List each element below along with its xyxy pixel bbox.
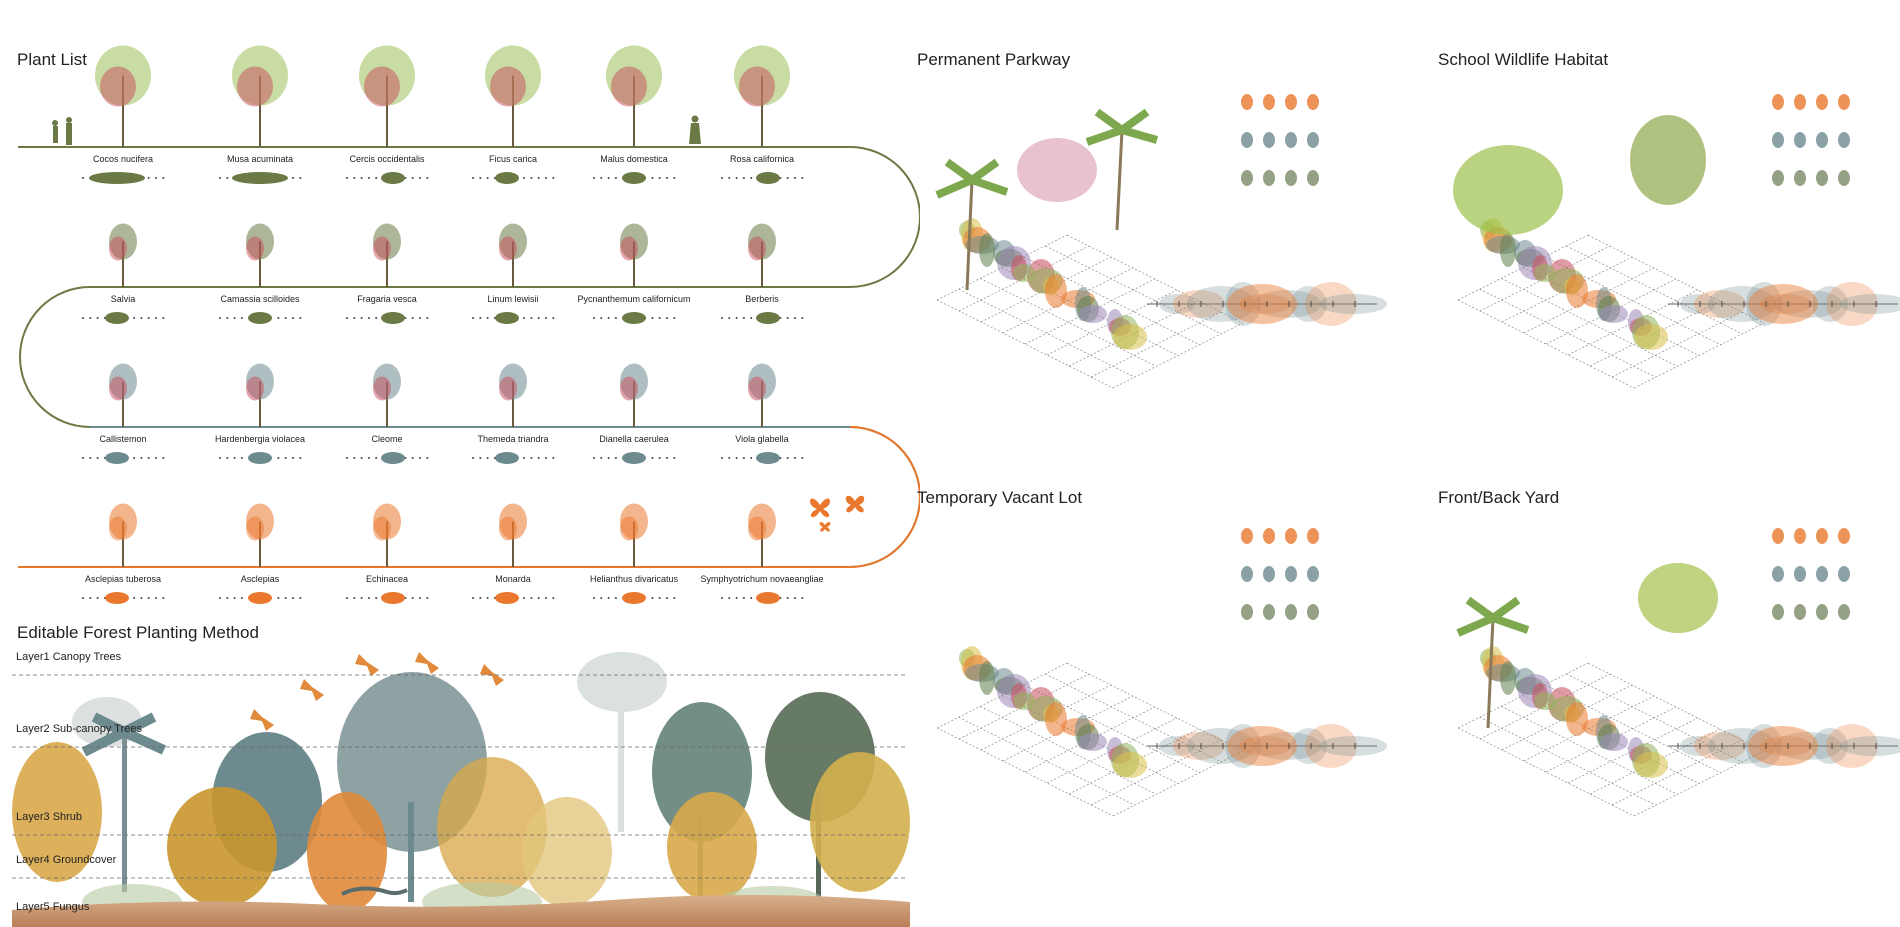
scenario-title: Permanent Parkway xyxy=(917,50,1071,69)
plant-illustration xyxy=(499,223,527,287)
scenario-title: Front/Back Yard xyxy=(1438,488,1560,507)
scenario-planting-plan xyxy=(1456,528,1900,817)
plant-illustration xyxy=(373,223,401,287)
bloom-calendar xyxy=(82,592,165,604)
layer-label: Layer3 Shrub xyxy=(16,811,83,823)
plant-name: Echinacea xyxy=(365,574,409,584)
plant-name: Berberis xyxy=(745,294,779,304)
plant-illustration xyxy=(485,45,541,147)
plant-name: Monarda xyxy=(495,574,531,584)
plant-name: Callistemon xyxy=(99,434,147,444)
plant-name: Pycnanthemum californicum xyxy=(577,294,691,304)
plant-illustration xyxy=(232,45,288,147)
bloom-calendar xyxy=(593,592,676,604)
scenario-title: Temporary Vacant Lot xyxy=(917,488,1083,507)
plant-illustration xyxy=(373,503,401,567)
plant-illustration xyxy=(748,223,776,287)
plant-name: Ficus carica xyxy=(488,154,538,164)
bloom-calendar xyxy=(721,452,804,464)
bloom-calendar xyxy=(472,592,555,604)
plant-name: Musa acuminata xyxy=(226,154,294,164)
layer-label: Layer1 Canopy Trees xyxy=(16,651,122,663)
bloom-calendar xyxy=(472,312,555,324)
forest-method-title: Editable Forest Planting Method xyxy=(17,623,259,642)
plant-illustration xyxy=(748,503,776,567)
plant-illustration xyxy=(734,45,790,147)
bloom-calendar xyxy=(593,312,676,324)
bloom-calendar xyxy=(721,312,804,324)
bloom-calendar xyxy=(82,312,165,324)
people-silhouettes xyxy=(52,117,72,145)
bloom-calendar xyxy=(472,452,555,464)
plant-illustration xyxy=(606,45,662,147)
plant-name: Symphyotrichum novaeangliae xyxy=(700,574,824,584)
bloom-calendar xyxy=(346,592,429,604)
bloom-calendar xyxy=(346,172,429,184)
person-silhouette xyxy=(689,115,701,144)
bloom-calendar xyxy=(593,172,676,184)
plant-illustration xyxy=(246,223,274,287)
layer-label: Layer2 Sub-canopy Trees xyxy=(16,723,142,735)
scenario-planting-plan xyxy=(936,528,1387,817)
plant-name: Malus domestica xyxy=(600,154,668,164)
plant-name: Hardenbergia violacea xyxy=(214,434,306,444)
plant-illustration xyxy=(499,503,527,567)
plant-illustration xyxy=(373,363,401,427)
plant-illustration xyxy=(109,223,137,287)
plant-illustration xyxy=(359,45,415,147)
plant-name: Asclepias tuberosa xyxy=(84,574,162,584)
plant-name: Linum lewisii xyxy=(487,294,539,304)
plant-name: Themeda triandra xyxy=(477,434,549,444)
bloom-calendar xyxy=(219,452,302,464)
plant-illustration xyxy=(246,503,274,567)
bloom-calendar xyxy=(721,592,804,604)
bloom-calendar xyxy=(219,312,302,324)
scenario-title: School Wildlife Habitat xyxy=(1438,50,1609,69)
bloom-calendar xyxy=(472,172,555,184)
bloom-calendar xyxy=(346,452,429,464)
forest-section-illustration xyxy=(12,652,910,927)
plant-name: Dianella caerulea xyxy=(599,434,669,444)
butterflies-icon xyxy=(809,495,865,532)
plant-illustration xyxy=(620,223,648,287)
layer-label: Layer5 Fungus xyxy=(16,901,90,913)
canopy-trees xyxy=(81,672,875,902)
plant-illustration xyxy=(109,363,137,427)
plant-name: Asclepias xyxy=(240,574,280,584)
bloom-calendar xyxy=(219,592,302,604)
plant-illustration xyxy=(246,363,274,427)
bloom-calendar xyxy=(82,172,165,184)
plant-illustration xyxy=(620,503,648,567)
scenario-planting-plan xyxy=(935,94,1387,389)
plant-illustration xyxy=(499,363,527,427)
bloom-calendar xyxy=(82,452,165,464)
plant-list-path xyxy=(18,146,920,568)
layer-label: Layer4 Groundcover xyxy=(16,854,117,866)
plant-name: Cocos nucifera xyxy=(92,154,154,164)
plant-illustration xyxy=(109,503,137,567)
plant-name: Salvia xyxy=(110,294,136,304)
plant-name: Rosa californica xyxy=(729,154,795,164)
bloom-calendar xyxy=(721,172,804,184)
plant-illustration xyxy=(620,363,648,427)
plant-list-title: Plant List xyxy=(17,50,87,69)
sub-canopy-trees xyxy=(12,742,910,912)
plant-illustration xyxy=(95,45,151,147)
plant-name: Viola glabella xyxy=(735,434,789,444)
bloom-calendar xyxy=(219,172,302,184)
plant-name: Cercis occidentalis xyxy=(349,154,425,164)
plant-illustration xyxy=(748,363,776,427)
bloom-calendar xyxy=(593,452,676,464)
scenario-planting-plan xyxy=(1453,94,1900,389)
plant-name: Fragaria vesca xyxy=(357,294,417,304)
bloom-calendar xyxy=(346,312,429,324)
plant-name: Camassia scilloides xyxy=(220,294,300,304)
plant-name: Cleome xyxy=(371,434,403,444)
plant-name: Helianthus divaricatus xyxy=(589,574,679,584)
